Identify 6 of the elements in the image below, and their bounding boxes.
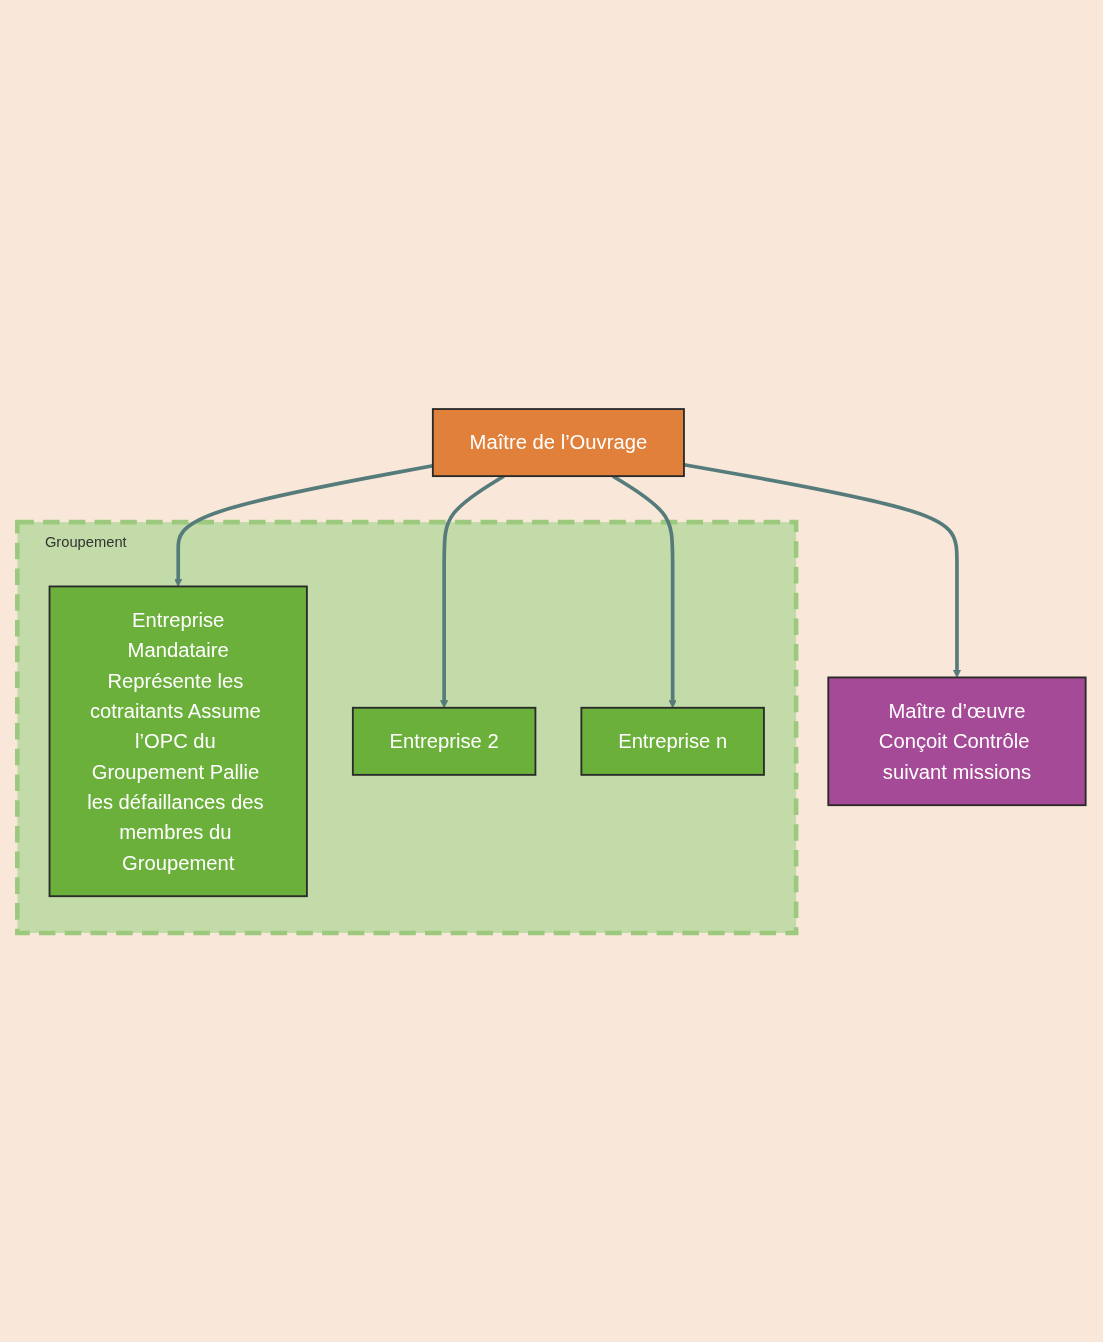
- node-box: Maître d’œuvre Conçoit Contrôle suivant missions: [827, 676, 1087, 807]
- node-box: Entreprise 2: [351, 706, 537, 776]
- node-box: Entreprise Mandataire Représente les cotraitants Assume l’OPC du Groupement Pallie les défaillances des membres du Groupement: [48, 585, 308, 898]
- node-box: Entreprise n: [580, 706, 765, 776]
- arrow: [683, 462, 961, 678]
- node-box: Maître de l’Ouvrage: [431, 408, 685, 478]
